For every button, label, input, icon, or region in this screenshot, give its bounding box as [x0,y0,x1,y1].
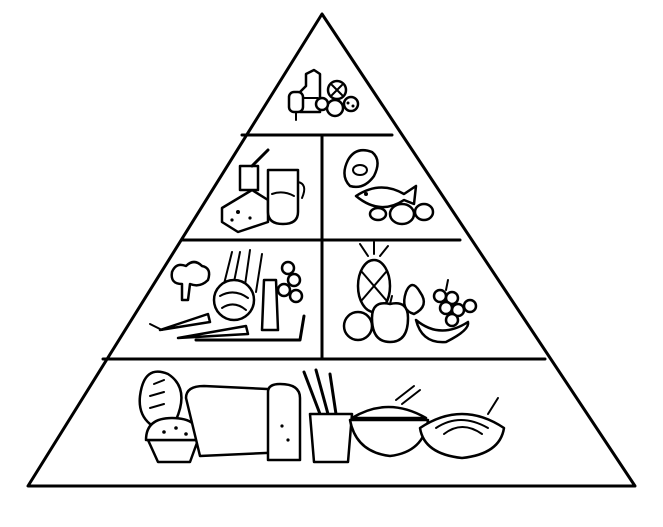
meat-fish-icon [343,149,435,226]
pyramid-triangle [26,12,637,488]
grains-bread-icon [138,368,506,464]
fats-oils-sweets-icon [287,68,360,121]
vegetables-icon [149,249,306,342]
fruits-icon [342,241,478,344]
dairy-icon [220,148,306,234]
pyramid-outline [26,12,637,488]
